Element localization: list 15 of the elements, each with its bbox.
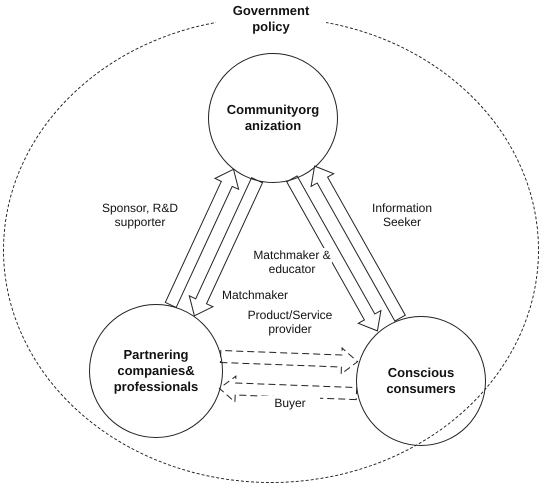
hollow-arrow (310, 165, 406, 322)
circle-node (356, 316, 486, 446)
edge-label: Buyer (260, 396, 320, 410)
hollow-arrow (218, 375, 358, 404)
circle-node (89, 304, 223, 438)
hollow-arrow (286, 175, 382, 332)
node-label: Communityorg anization (226, 102, 320, 134)
edge-label: Matchmaker & educator (252, 248, 332, 276)
node-title: Government policy (216, 3, 326, 35)
hollow-arrow (164, 168, 240, 308)
node-label: Partnering companies& professionals (112, 347, 200, 395)
circle-node (208, 53, 338, 183)
node-label: Conscious consumers (385, 365, 457, 397)
hollow-arrow (188, 177, 264, 317)
hollow-arrow (220, 346, 358, 376)
